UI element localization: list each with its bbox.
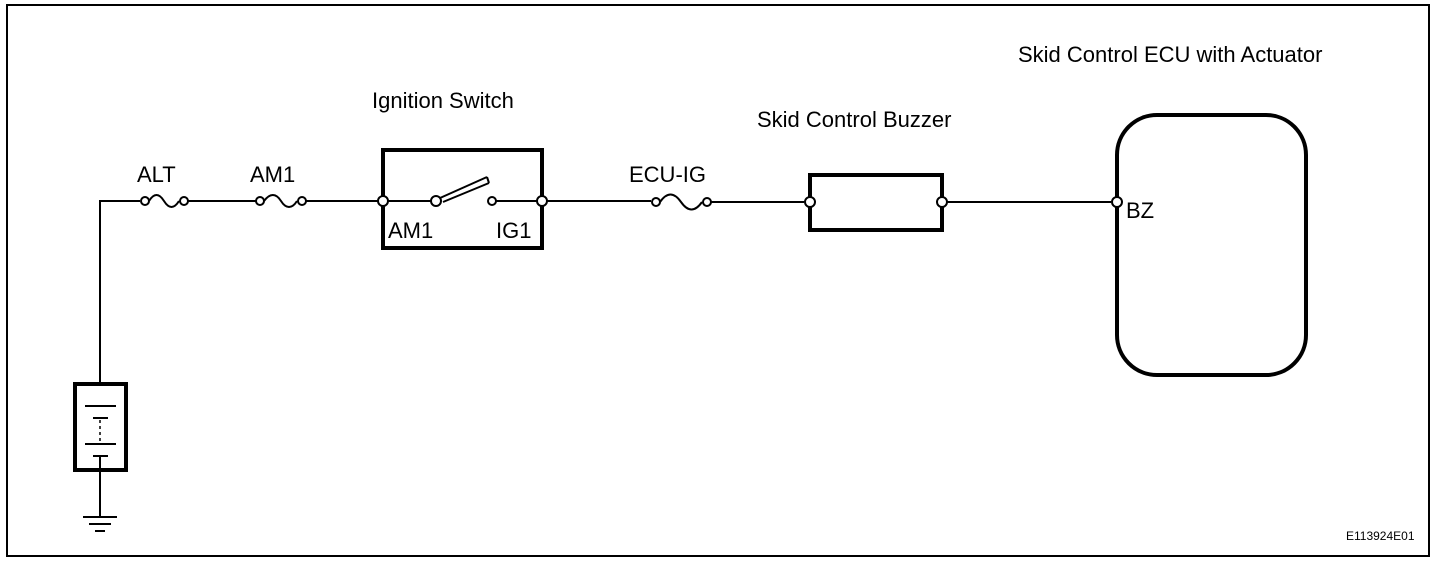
battery-positive-wire	[99, 200, 140, 384]
alt-fuse	[140, 194, 189, 208]
buzzer-title: Skid Control Buzzer	[757, 107, 951, 132]
skid-control-buzzer	[804, 173, 948, 232]
ecu-ig-fuse	[651, 193, 712, 211]
ecu-pin-bz: BZ	[1126, 198, 1154, 223]
battery	[73, 382, 128, 472]
ignition-switch-pin-ig1: IG1	[496, 218, 531, 243]
ignition-switch	[377, 148, 548, 250]
am1-fuse	[255, 194, 307, 208]
ignition-switch-title: Ignition Switch	[372, 88, 514, 113]
am1-fuse-label: AM1	[250, 162, 295, 187]
diagram-frame	[6, 4, 1430, 557]
alt-fuse-label: ALT	[137, 162, 176, 187]
ignition-switch-pin-am1: AM1	[388, 218, 433, 243]
figure-code: E113924E01	[1346, 529, 1415, 543]
ground-icon	[83, 516, 117, 532]
ecu-title: Skid Control ECU with Actuator	[1018, 42, 1322, 67]
skid-control-ecu	[1111, 113, 1308, 377]
ecu-ig-fuse-label: ECU-IG	[629, 162, 706, 187]
